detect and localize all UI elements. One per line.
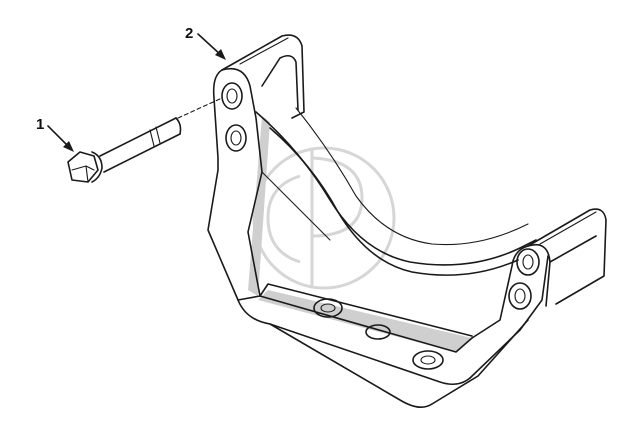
callout-1-arrowhead xyxy=(63,141,74,152)
callout-1-number: 1 xyxy=(36,116,44,133)
bolt-part xyxy=(67,97,223,183)
callout-2: 2 xyxy=(185,25,226,60)
callout-2-number: 2 xyxy=(185,25,193,42)
watermark-logo xyxy=(252,146,396,290)
callout-2-arrowhead xyxy=(215,49,226,60)
callout-1: 1 xyxy=(36,116,74,152)
bracket-part xyxy=(207,34,607,408)
